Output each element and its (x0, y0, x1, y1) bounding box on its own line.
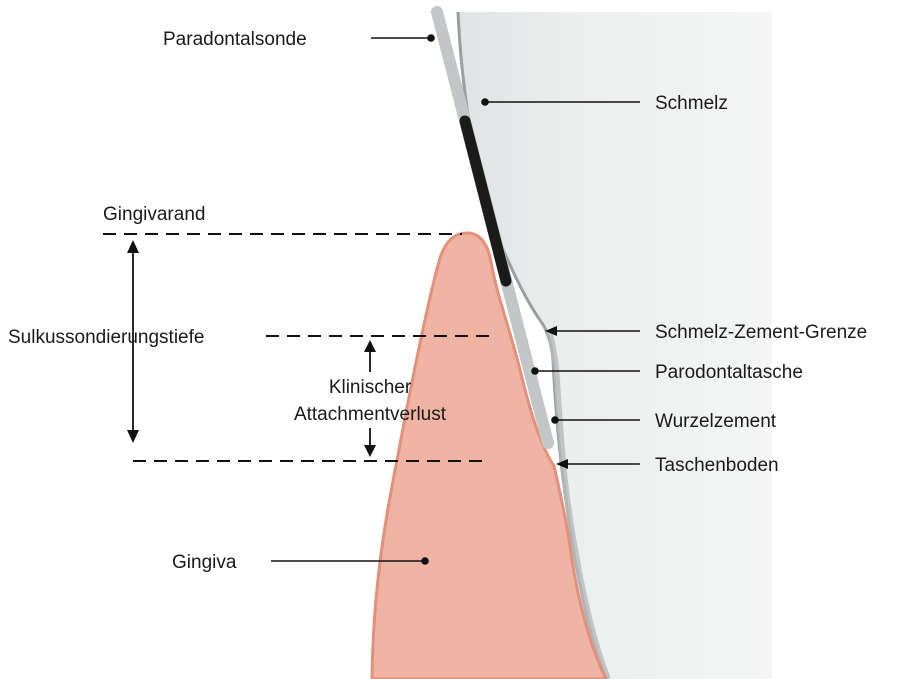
schmelz-dot (481, 98, 489, 106)
parodontaltasche-dot (531, 367, 539, 375)
label-gingivarand: Gingivarand (103, 204, 205, 225)
label-wurzelzement: Wurzelzement (655, 411, 777, 432)
attachment-loss-arrowhead-top (364, 340, 376, 352)
label-sulkussondierungstiefe: Sulkussondierungstiefe (8, 327, 204, 348)
label-parodontaltasche: Parodontaltasche (655, 362, 803, 383)
probing-depth-arrowhead-bottom (127, 430, 139, 443)
paradontalsonde-dot (427, 34, 435, 42)
label-attachmentverlust: Attachmentverlust (294, 404, 447, 425)
label-schmelz-zement-grenze: Schmelz-Zement-Grenze (655, 322, 867, 343)
label-schmelz: Schmelz (655, 93, 728, 114)
label-klinischer: Klinischer (329, 377, 412, 398)
gingiva-dot (421, 557, 429, 565)
probing-depth-arrowhead-top (127, 240, 139, 253)
label-taschenboden: Taschenboden (655, 455, 779, 476)
label-paradontalsonde: Paradontalsonde (163, 29, 307, 50)
label-gingiva: Gingiva (172, 552, 237, 573)
wurzelzement-dot (551, 416, 559, 424)
attachment-loss-arrowhead-bottom (364, 445, 376, 457)
